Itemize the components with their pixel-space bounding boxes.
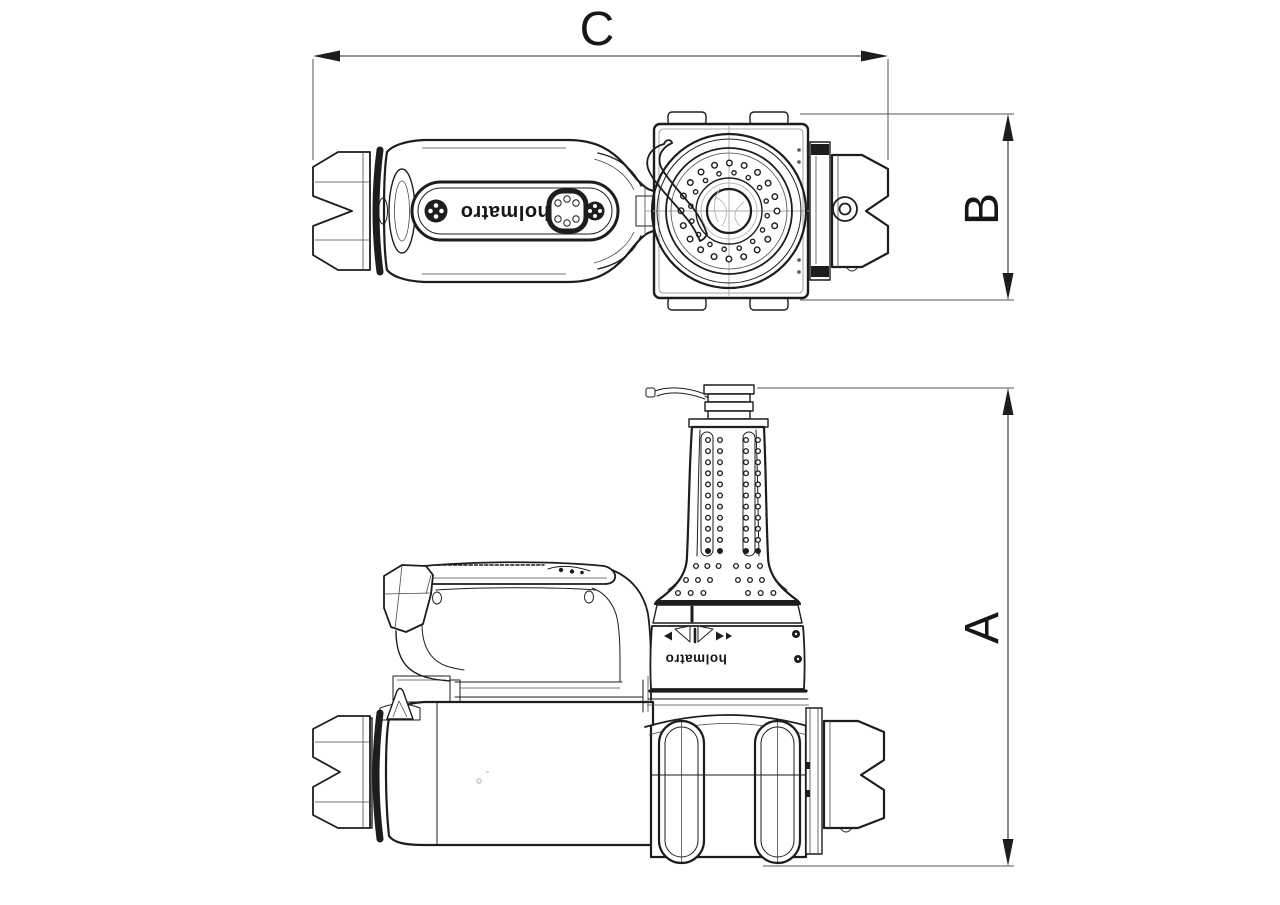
brand-logo-text-side-view: holmatro bbox=[665, 652, 727, 667]
dim-arrow-up bbox=[1002, 114, 1014, 141]
control-knob: holmatro bbox=[649, 600, 806, 690]
latch bbox=[379, 687, 421, 721]
grip-perforations bbox=[675, 437, 783, 596]
dimension-a: A bbox=[757, 387, 1014, 867]
screw-icon bbox=[585, 201, 605, 221]
brand-logo-text-top-view: holmatro bbox=[460, 201, 550, 223]
dimension-b: B bbox=[800, 113, 1014, 301]
blade-head bbox=[644, 689, 812, 865]
dim-arrow-up bbox=[1002, 388, 1014, 415]
dimension-label-b: B bbox=[956, 193, 1009, 225]
dimension-label-c: C bbox=[580, 3, 615, 56]
side-view: holmatro bbox=[312, 384, 886, 865]
top-view-right-blade-tip bbox=[809, 141, 890, 281]
screw-icon bbox=[424, 199, 448, 223]
dim-arrow-left bbox=[313, 50, 340, 62]
top-view-left-spreader-tip bbox=[312, 151, 371, 271]
side-view-right-blade-tip bbox=[805, 707, 886, 855]
dim-arrow-right bbox=[861, 50, 888, 62]
handle-end-block bbox=[383, 564, 434, 633]
dimension-c: C bbox=[312, 3, 889, 160]
grip-handle bbox=[653, 425, 802, 606]
top-view: holmatro bbox=[312, 111, 890, 311]
valve-direction-markings-icon bbox=[664, 625, 732, 644]
safety-pin-clip bbox=[646, 139, 708, 242]
carry-handle bbox=[383, 561, 652, 713]
handle-bar: holmatro bbox=[410, 180, 620, 242]
seal-ring-top-view bbox=[372, 146, 384, 276]
dimension-label-a: A bbox=[956, 612, 1009, 644]
side-view-left-spreader-tip bbox=[312, 715, 373, 829]
hose-coupling bbox=[645, 384, 769, 428]
dim-arrow-down bbox=[1002, 273, 1014, 300]
connector-pad-icon bbox=[546, 188, 589, 234]
seal-ring-side-view bbox=[372, 709, 384, 843]
blade-lobes bbox=[657, 719, 802, 865]
dim-arrow-down bbox=[1002, 839, 1014, 866]
head-assembly bbox=[646, 111, 812, 311]
cylinder-body bbox=[384, 675, 655, 847]
